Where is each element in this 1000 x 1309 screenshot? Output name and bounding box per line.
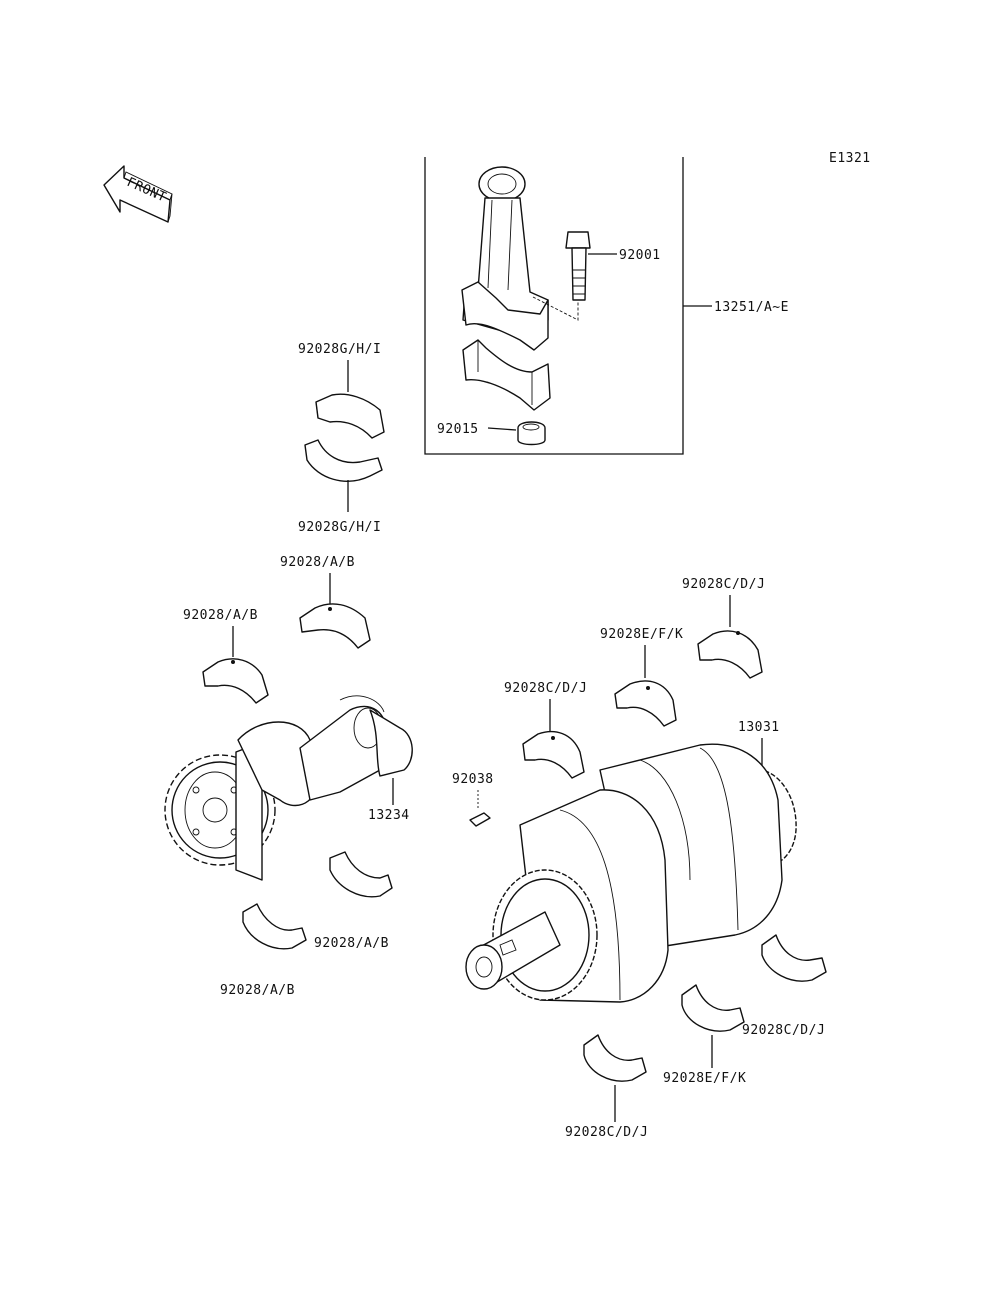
main-bearing-lower-mid: 92028E/F/K xyxy=(663,984,746,1086)
conrod-bearing-bottom: 92028G/H/I xyxy=(298,439,383,535)
conrod-bearing-top-label: 92028G/H/I xyxy=(298,342,381,357)
key-label: 92038 xyxy=(452,772,494,787)
conrod-nut: 92015 xyxy=(437,421,546,446)
balancer-bearing-upper-left-label: 92028/A/B xyxy=(183,608,258,623)
main-bearing-top-left: 92028C/D/J xyxy=(504,681,587,779)
balancer-bearing-upper-right: 92028/A/B xyxy=(280,555,371,649)
bolt-label: 92001 xyxy=(619,248,661,263)
conrod-assembly-box: 13251/A~E xyxy=(424,157,789,455)
diagram-code: E1321 xyxy=(829,151,871,166)
balancer-bearing-upper-left: 92028/A/B xyxy=(183,608,269,704)
main-bearing-top-right: 92028C/D/J xyxy=(682,577,765,679)
connecting-rod xyxy=(461,166,579,411)
balancer-shaft-label: 13234 xyxy=(368,808,410,823)
main-bearing-top-mid: 92028E/F/K xyxy=(600,627,683,727)
main-bearing-top-right-label: 92028C/D/J xyxy=(682,577,765,592)
conrod-bearing-bottom-label: 92028G/H/I xyxy=(298,520,381,535)
conrod-bearing-top: 92028G/H/I xyxy=(298,342,385,439)
nut-label: 92015 xyxy=(437,422,479,437)
balancer-bearing-upper-right-label: 92028/A/B xyxy=(280,555,355,570)
main-bearing-top-mid-label: 92028E/F/K xyxy=(600,627,683,642)
balancer-bearing-lower-left: 92028/A/B xyxy=(220,903,307,998)
main-bearing-lower-left-label: 92028C/D/J xyxy=(565,1125,648,1140)
crankshaft-label: 13031 xyxy=(738,720,780,735)
front-arrow-icon: FRONT xyxy=(103,165,173,223)
balancer-shaft: 13234 xyxy=(164,695,413,881)
main-bearing-top-left-label: 92028C/D/J xyxy=(504,681,587,696)
main-bearing-lower-right-label: 92028C/D/J xyxy=(742,1023,825,1038)
conrod-assy-label: 13251/A~E xyxy=(714,300,789,315)
balancer-bearing-lower-right: 92028/A/B xyxy=(314,851,393,951)
crankshaft: 13031 xyxy=(465,720,797,1003)
balancer-bearing-lower-right-label: 92028/A/B xyxy=(314,936,389,951)
main-bearing-lower-mid-label: 92028E/F/K xyxy=(663,1071,746,1086)
crankshaft-key: 92038 xyxy=(452,772,494,827)
balancer-bearing-lower-left-label: 92028/A/B xyxy=(220,983,295,998)
main-bearing-lower-left: 92028C/D/J xyxy=(565,1034,648,1140)
main-bearing-lower-right: 92028C/D/J xyxy=(742,934,827,1038)
conrod-bolt: 92001 xyxy=(565,231,661,301)
